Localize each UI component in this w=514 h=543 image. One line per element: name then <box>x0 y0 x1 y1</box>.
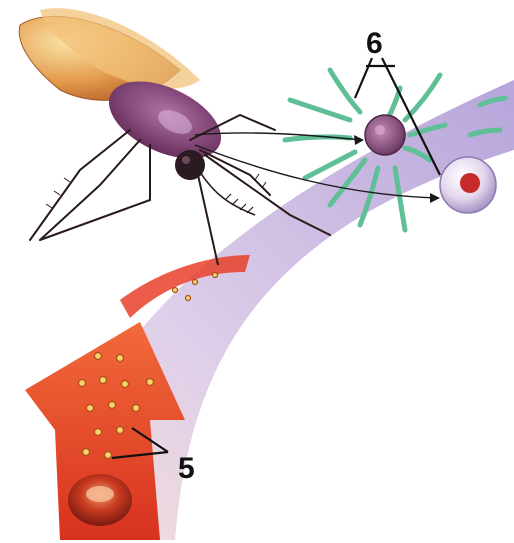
arrowhead-2 <box>430 193 440 203</box>
callout-5: 5 <box>178 452 195 485</box>
arrowhead-1 <box>354 135 364 145</box>
mosquito-head <box>175 150 205 180</box>
callout-6: 6 <box>366 27 383 60</box>
infected-cell <box>365 115 405 155</box>
mosquito-proboscis <box>198 175 218 265</box>
cell-nucleus <box>460 173 480 193</box>
